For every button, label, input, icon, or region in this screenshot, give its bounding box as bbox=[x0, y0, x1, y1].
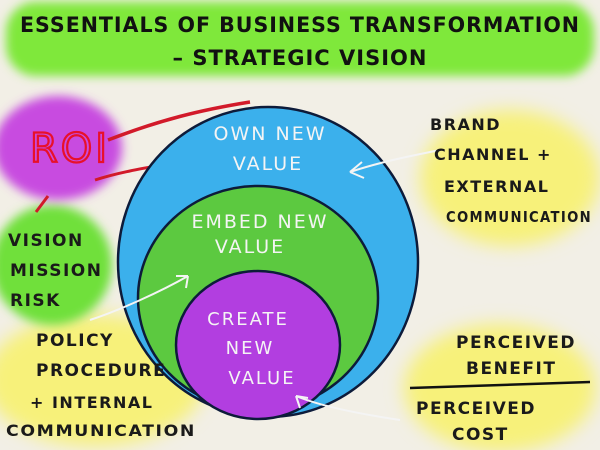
brand-highlight bbox=[420, 110, 600, 246]
ratio-divider bbox=[409, 380, 591, 390]
ratio-highlight bbox=[404, 324, 596, 450]
roi-connector-bottom bbox=[34, 195, 50, 213]
ratio-denominator-line-2: COST bbox=[452, 425, 509, 445]
brand-arrow-head bbox=[349, 161, 365, 179]
create-new-value-line-3: VALUE bbox=[228, 368, 295, 389]
roi-highlight bbox=[0, 96, 122, 200]
brand-arrow bbox=[349, 149, 441, 173]
policy-arrow-head bbox=[176, 275, 189, 289]
title-highlight bbox=[6, 2, 594, 76]
embed-new-value-line-1: EMBED NEW bbox=[191, 211, 328, 233]
ratio-numerator-line-2: BENEFIT bbox=[466, 359, 556, 379]
embed-new-value-line-2: VALUE bbox=[215, 236, 285, 258]
brand-note-line-1: BRAND bbox=[430, 115, 501, 134]
own-new-value-line-1: OWN NEW bbox=[214, 123, 327, 145]
title-line-1: ESSENTIALS OF BUSINESS TRANSFORMATION bbox=[20, 13, 580, 37]
ratio-arrow bbox=[295, 395, 401, 421]
vision-note-line-3: RISK bbox=[10, 291, 61, 311]
roi-connector-top bbox=[107, 100, 251, 142]
roi-label: ROI bbox=[30, 126, 110, 172]
vision-note-line-2: MISSION bbox=[10, 261, 102, 281]
ratio-arrow-head bbox=[295, 395, 309, 409]
policy-arrow bbox=[89, 275, 189, 321]
policy-note-line-3: + INTERNAL bbox=[30, 393, 153, 412]
brand-note-line-2: CHANNEL + bbox=[434, 145, 552, 164]
policy-note-line-2: PROCEDURE bbox=[36, 361, 166, 381]
policy-note-line-1: POLICY bbox=[36, 331, 114, 351]
title-line-2: – STRATEGIC VISION bbox=[173, 46, 428, 70]
vision-note-line-1: VISION bbox=[8, 231, 84, 251]
create-new-value-line-2: NEW bbox=[226, 338, 275, 359]
ratio-numerator-line-1: PERCEIVED bbox=[456, 333, 576, 353]
create-new-value-line-1: CREATE bbox=[207, 309, 289, 330]
ratio-denominator-line-1: PERCEIVED bbox=[416, 399, 536, 419]
create-new-value-circle bbox=[174, 269, 342, 421]
brand-note-line-3: EXTERNAL bbox=[444, 177, 549, 196]
vision-highlight bbox=[0, 205, 112, 325]
brand-note-line-4: COMMUNICATION bbox=[446, 208, 592, 226]
policy-note-line-4: COMMUNICATION bbox=[6, 421, 196, 440]
own-new-value-line-2: VALUE bbox=[233, 153, 303, 175]
